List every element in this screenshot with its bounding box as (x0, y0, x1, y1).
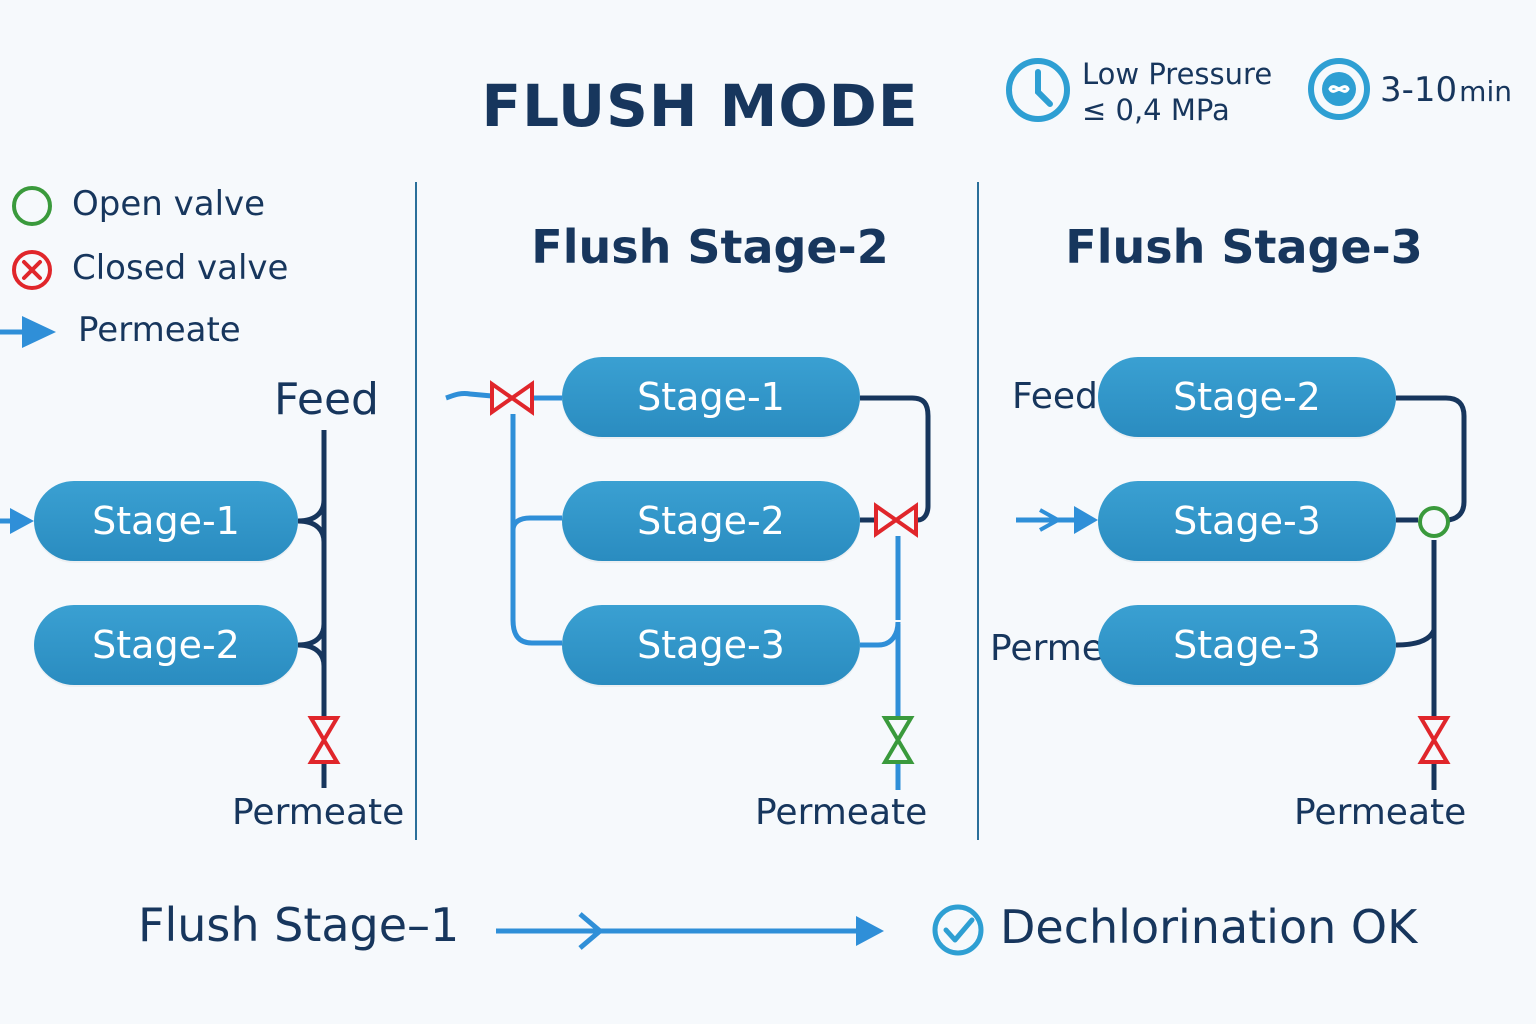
panel1-pipes (297, 430, 327, 788)
panel2-vessel-2: Stage-2 (562, 481, 860, 561)
panel3-title: Flush Stage-3 (1065, 220, 1423, 274)
legend-permeate: Permeate (78, 310, 241, 350)
panel3-vessel-3: Stage-3 (1098, 605, 1396, 685)
panel2-inlet-closed-valve (490, 380, 534, 416)
panel1-feed-arrow (0, 508, 34, 534)
panel2-permeate-open-valve (881, 716, 915, 764)
panel2-permeate-label: Permeate (755, 792, 928, 833)
panel2-pipes (445, 391, 931, 790)
pressure-line-2: ≤ 0,4 MPa (1082, 93, 1230, 127)
panel3-permeate-label: Permeate (1294, 792, 1467, 833)
duration-unit: min (1459, 75, 1512, 108)
panel1-closed-valve (307, 716, 341, 764)
footer-status-label: Dechlorination OK (1000, 900, 1418, 954)
duration: 3-10min (1380, 70, 1512, 110)
panel1-permeate-label: Permeate (232, 792, 405, 833)
permeate-legend-arrow-icon (0, 316, 56, 348)
footer-stage-label: Flush Stage–1 (138, 898, 460, 952)
panel1-vessel-1: Stage-1 (34, 481, 298, 561)
legend-closed-valve: Closed valve (72, 248, 289, 288)
gauge-icon (1006, 58, 1070, 122)
panel2-vessel-1: Stage-1 (562, 357, 860, 437)
timer-icon (1308, 58, 1370, 120)
footer-flow-arrow (496, 912, 884, 950)
panel3-closed-valve (1417, 716, 1451, 764)
duration-value: 3-10 (1380, 70, 1458, 110)
check-circle-icon (932, 904, 984, 956)
panel3-feed-label: Feed (1012, 376, 1098, 417)
open-valve-legend-icon (12, 186, 52, 226)
panel3-open-valve (1418, 506, 1450, 538)
panel3-perme-label: Perme (990, 628, 1104, 669)
panel1-vessel-2: Stage-2 (34, 605, 298, 685)
panel2-title: Flush Stage-2 (531, 220, 889, 274)
panel3-pipes (1395, 395, 1467, 790)
panel3-inlet-arrow (1016, 506, 1098, 534)
pressure-line-1: Low Pressure (1082, 57, 1273, 91)
panel1-feed-label: Feed (274, 374, 379, 425)
legend-open-valve: Open valve (72, 184, 266, 224)
closed-valve-legend-icon (12, 250, 52, 290)
page-title: FLUSH MODE (481, 72, 919, 140)
panel2-stage2-closed-valve (874, 502, 918, 538)
panel3-vessel-2: Stage-3 (1098, 481, 1396, 561)
panel3-vessel-1: Stage-2 (1098, 357, 1396, 437)
panel2-vessel-3: Stage-3 (562, 605, 860, 685)
